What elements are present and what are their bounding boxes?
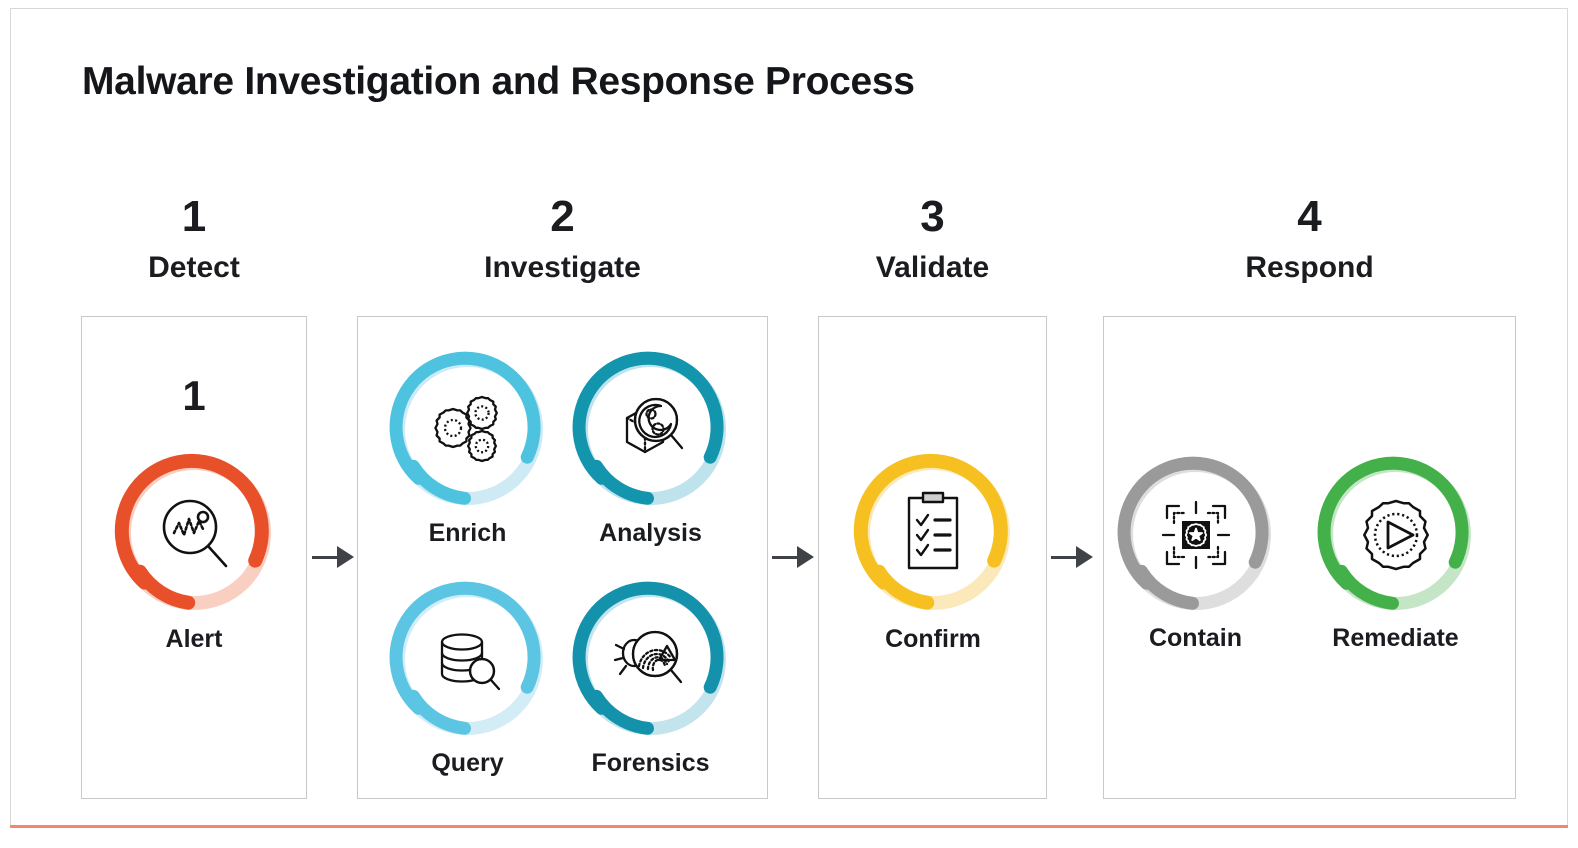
- node-alert[interactable]: Alert: [109, 448, 279, 654]
- query-progress-ring: [385, 577, 550, 742]
- clipboard-checklist-icon: [848, 448, 1018, 618]
- step-number-4: 4: [1297, 192, 1322, 241]
- gears-icon: [385, 347, 550, 512]
- remediate-progress-ring: [1313, 452, 1478, 617]
- magnifier-waveform-icon: [109, 448, 279, 618]
- arrow-shaft: [772, 555, 798, 559]
- arrow-shaft: [312, 555, 338, 559]
- confirm-progress-ring: [848, 448, 1018, 618]
- node-forensics[interactable]: Forensics: [568, 577, 733, 778]
- arrow-head: [797, 546, 814, 568]
- page-title: Malware Investigation and Response Proce…: [82, 60, 915, 103]
- node-label-analysis: Analysis: [599, 519, 702, 547]
- node-enrich[interactable]: Enrich: [385, 347, 550, 548]
- node-analysis[interactable]: Analysis: [568, 347, 733, 548]
- step-number-1: 1: [181, 192, 207, 241]
- cube-magnifier-icon: [568, 347, 733, 512]
- step-name-4: Respond: [1245, 251, 1374, 284]
- detect-inner-number: 1: [182, 372, 206, 419]
- node-label-query: Query: [431, 749, 504, 777]
- arrow-validate-to-respond: [1051, 545, 1093, 569]
- stage-panel-respond[interactable]: [1103, 316, 1516, 799]
- node-label-contain: Contain: [1148, 624, 1243, 652]
- step-name-2: Investigate: [484, 251, 641, 284]
- arrow-investigate-to-validate: [772, 545, 814, 569]
- node-label-forensics: Forensics: [591, 749, 710, 777]
- arrow-head: [1076, 546, 1093, 568]
- node-query[interactable]: Query: [385, 577, 550, 778]
- step-header-1: 1 Detect: [81, 195, 307, 283]
- arrow-detect-to-investigate: [312, 545, 354, 569]
- node-label-remediate: Remediate: [1332, 624, 1459, 652]
- arrow-shaft: [1051, 555, 1077, 559]
- step-header-2: 2 Investigate: [357, 195, 768, 283]
- step-number-3: 3: [920, 192, 945, 241]
- node-label-alert: Alert: [165, 625, 223, 653]
- node-confirm[interactable]: Confirm: [848, 448, 1018, 654]
- stage-panel-validate[interactable]: [818, 316, 1047, 799]
- bug-fingerprint-icon: [568, 577, 733, 742]
- gear-play-icon: [1313, 452, 1478, 617]
- database-search-icon: [385, 577, 550, 742]
- slide-accent-rule: [10, 825, 1568, 828]
- arrow-head: [337, 546, 354, 568]
- node-label-confirm: Confirm: [885, 625, 981, 653]
- step-header-4: 4 Respond: [1103, 195, 1516, 283]
- analysis-progress-ring: [568, 347, 733, 512]
- stage-panel-detect[interactable]: [81, 316, 307, 799]
- step-name-1: Detect: [148, 251, 240, 284]
- forensics-progress-ring: [568, 577, 733, 742]
- step-number-2: 2: [550, 192, 575, 241]
- node-label-enrich: Enrich: [428, 519, 507, 547]
- node-contain[interactable]: Contain: [1113, 452, 1278, 653]
- step-header-3: 3 Validate: [818, 195, 1047, 283]
- enrich-progress-ring: [385, 347, 550, 512]
- containment-crosshair-icon: [1113, 452, 1278, 617]
- node-remediate[interactable]: Remediate: [1313, 452, 1478, 653]
- alert-progress-ring: [109, 448, 279, 618]
- step-name-3: Validate: [875, 251, 990, 284]
- contain-progress-ring: [1113, 452, 1278, 617]
